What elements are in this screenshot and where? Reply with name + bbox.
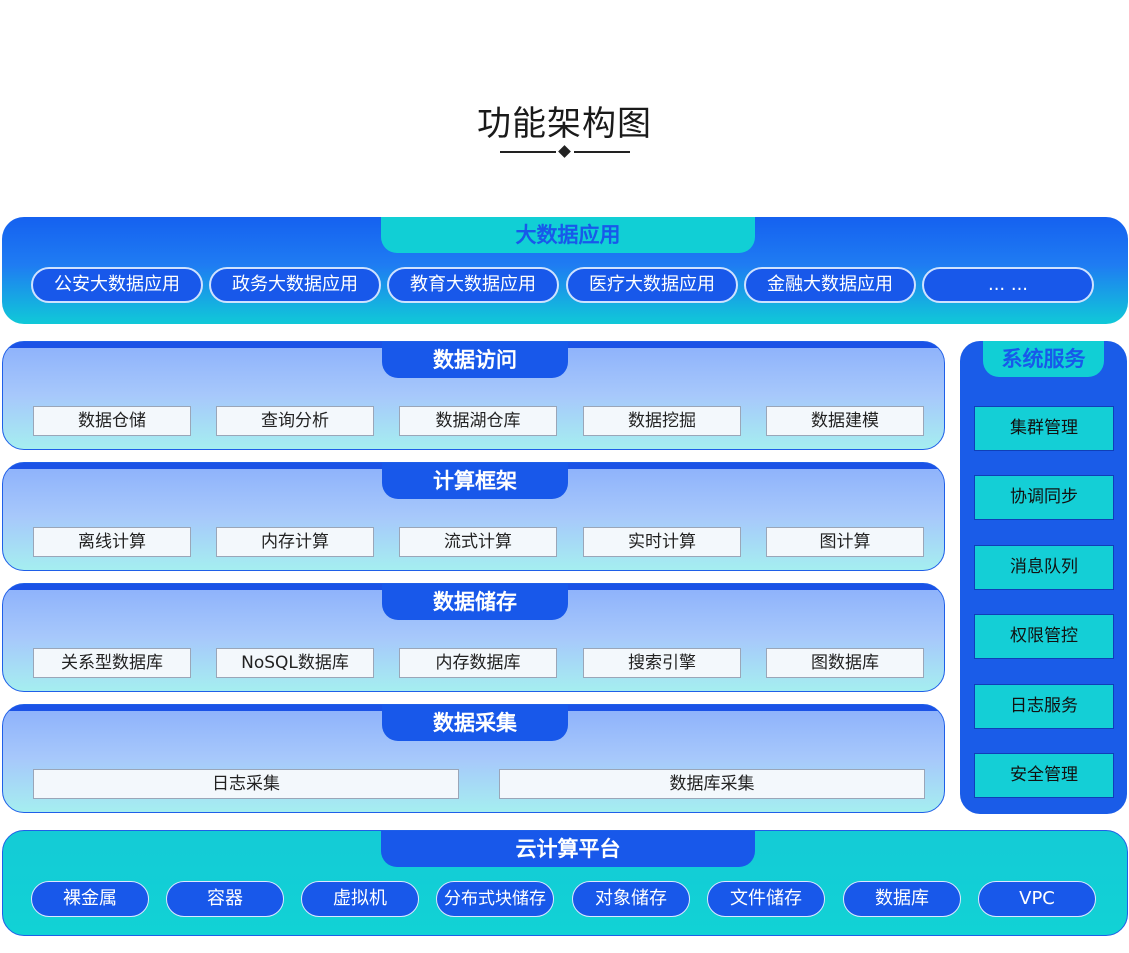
storage-item[interactable]: NoSQL数据库 [216,648,374,678]
system-service-item[interactable]: 安全管理 [974,753,1114,798]
app-layer-title: 大数据应用 [381,217,755,253]
cloud-item[interactable]: 裸金属 [31,881,149,917]
app-item[interactable]: 医疗大数据应用 [566,267,738,303]
system-service-item[interactable]: 日志服务 [974,684,1114,729]
system-service-item[interactable]: 消息队列 [974,545,1114,590]
app-layer-panel: 大数据应用 公安大数据应用 政务大数据应用 教育大数据应用 医疗大数据应用 金融… [2,217,1128,324]
collect-layer-panel: 数据采集 日志采集 数据库采集 [2,704,945,813]
cloud-item[interactable]: 数据库 [843,881,961,917]
storage-item[interactable]: 图数据库 [766,648,924,678]
app-item[interactable]: 政务大数据应用 [209,267,381,303]
access-item[interactable]: 数据湖仓库 [399,406,557,436]
compute-layer-panel: 计算框架 离线计算 内存计算 流式计算 实时计算 图计算 [2,462,945,571]
app-item[interactable]: 教育大数据应用 [387,267,559,303]
compute-item[interactable]: 实时计算 [583,527,741,557]
compute-item[interactable]: 流式计算 [399,527,557,557]
collect-item[interactable]: 数据库采集 [499,769,925,799]
divider-line-left [500,151,556,153]
system-services-title: 系统服务 [983,341,1104,377]
cloud-item[interactable]: 虚拟机 [301,881,419,917]
cloud-layer-panel: 云计算平台 裸金属 容器 虚拟机 分布式块储存 对象储存 文件储存 数据库 VP… [2,830,1128,936]
storage-item[interactable]: 关系型数据库 [33,648,191,678]
compute-item[interactable]: 图计算 [766,527,924,557]
app-item-more[interactable]: ... ... [922,267,1094,303]
collect-layer-title: 数据采集 [382,705,568,741]
access-layer-title: 数据访问 [382,342,568,378]
storage-layer-title: 数据储存 [382,584,568,620]
cloud-item[interactable]: 文件储存 [707,881,825,917]
access-item[interactable]: 数据仓储 [33,406,191,436]
divider-line-right [574,151,630,153]
app-item[interactable]: 金融大数据应用 [744,267,916,303]
cloud-item[interactable]: VPC [978,881,1096,917]
cloud-layer-title: 云计算平台 [381,831,755,867]
title-divider [500,145,630,159]
compute-item[interactable]: 离线计算 [33,527,191,557]
diamond-icon [558,145,571,158]
cloud-item[interactable]: 容器 [166,881,284,917]
compute-item[interactable]: 内存计算 [216,527,374,557]
system-services-panel: 系统服务 集群管理 协调同步 消息队列 权限管控 日志服务 安全管理 [960,341,1127,814]
access-item[interactable]: 查询分析 [216,406,374,436]
system-service-item[interactable]: 集群管理 [974,406,1114,451]
access-item[interactable]: 数据建模 [766,406,924,436]
cloud-item[interactable]: 对象储存 [572,881,690,917]
access-layer-panel: 数据访问 数据仓储 查询分析 数据湖仓库 数据挖掘 数据建模 [2,341,945,450]
page-title: 功能架构图 [477,104,652,144]
collect-item[interactable]: 日志采集 [33,769,459,799]
storage-item[interactable]: 内存数据库 [399,648,557,678]
system-service-item[interactable]: 协调同步 [974,475,1114,520]
compute-layer-title: 计算框架 [382,463,568,499]
storage-item[interactable]: 搜索引擎 [583,648,741,678]
access-item[interactable]: 数据挖掘 [583,406,741,436]
cloud-item[interactable]: 分布式块储存 [436,881,554,917]
system-service-item[interactable]: 权限管控 [974,614,1114,659]
app-item[interactable]: 公安大数据应用 [31,267,203,303]
storage-layer-panel: 数据储存 关系型数据库 NoSQL数据库 内存数据库 搜索引擎 图数据库 [2,583,945,692]
